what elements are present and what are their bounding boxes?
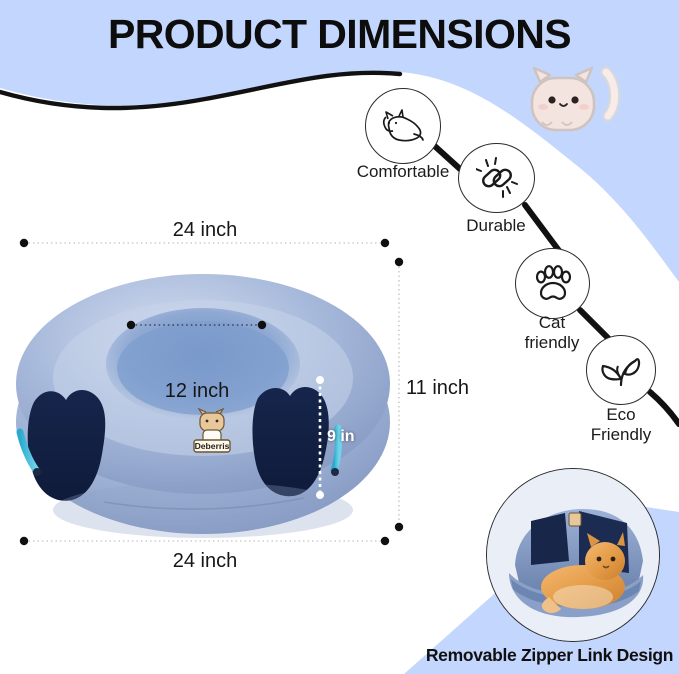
brand-name-text: Deberris bbox=[195, 441, 230, 451]
feature-badge-comfortable[interactable] bbox=[365, 88, 441, 164]
brand-tag-deberris: Deberris bbox=[193, 408, 231, 453]
dimension-label-outer-top: 24 inch bbox=[172, 219, 238, 241]
feature-label-cat-friendly: Cat friendly bbox=[524, 313, 580, 352]
inset-caption: Removable Zipper Link Design bbox=[425, 645, 674, 665]
feature-badge-cat-friendly[interactable] bbox=[515, 248, 590, 319]
dimension-label-height: 11 inch bbox=[406, 377, 470, 399]
leaf-sprout-icon bbox=[601, 358, 641, 387]
broken-chain-link-icon bbox=[475, 157, 518, 198]
paw-print-icon bbox=[535, 264, 571, 300]
feature-label-durable: Durable bbox=[466, 216, 526, 235]
feature-label-eco-friendly: Eco Friendly bbox=[590, 405, 652, 444]
page-title: PRODUCT DIMENSIONS bbox=[107, 11, 572, 57]
dimension-label-inner-hole: 12 inch bbox=[164, 380, 230, 402]
feature-label-comfortable: Comfortable bbox=[356, 162, 450, 181]
inset-photo-zipper-design bbox=[486, 468, 660, 642]
dimension-label-tunnel-height: 9 in bbox=[327, 428, 355, 445]
sleeping-cat-icon bbox=[382, 109, 424, 142]
kawaii-cat-sticker bbox=[530, 66, 620, 132]
dimension-label-outer-bottom: 24 inch bbox=[172, 550, 238, 572]
